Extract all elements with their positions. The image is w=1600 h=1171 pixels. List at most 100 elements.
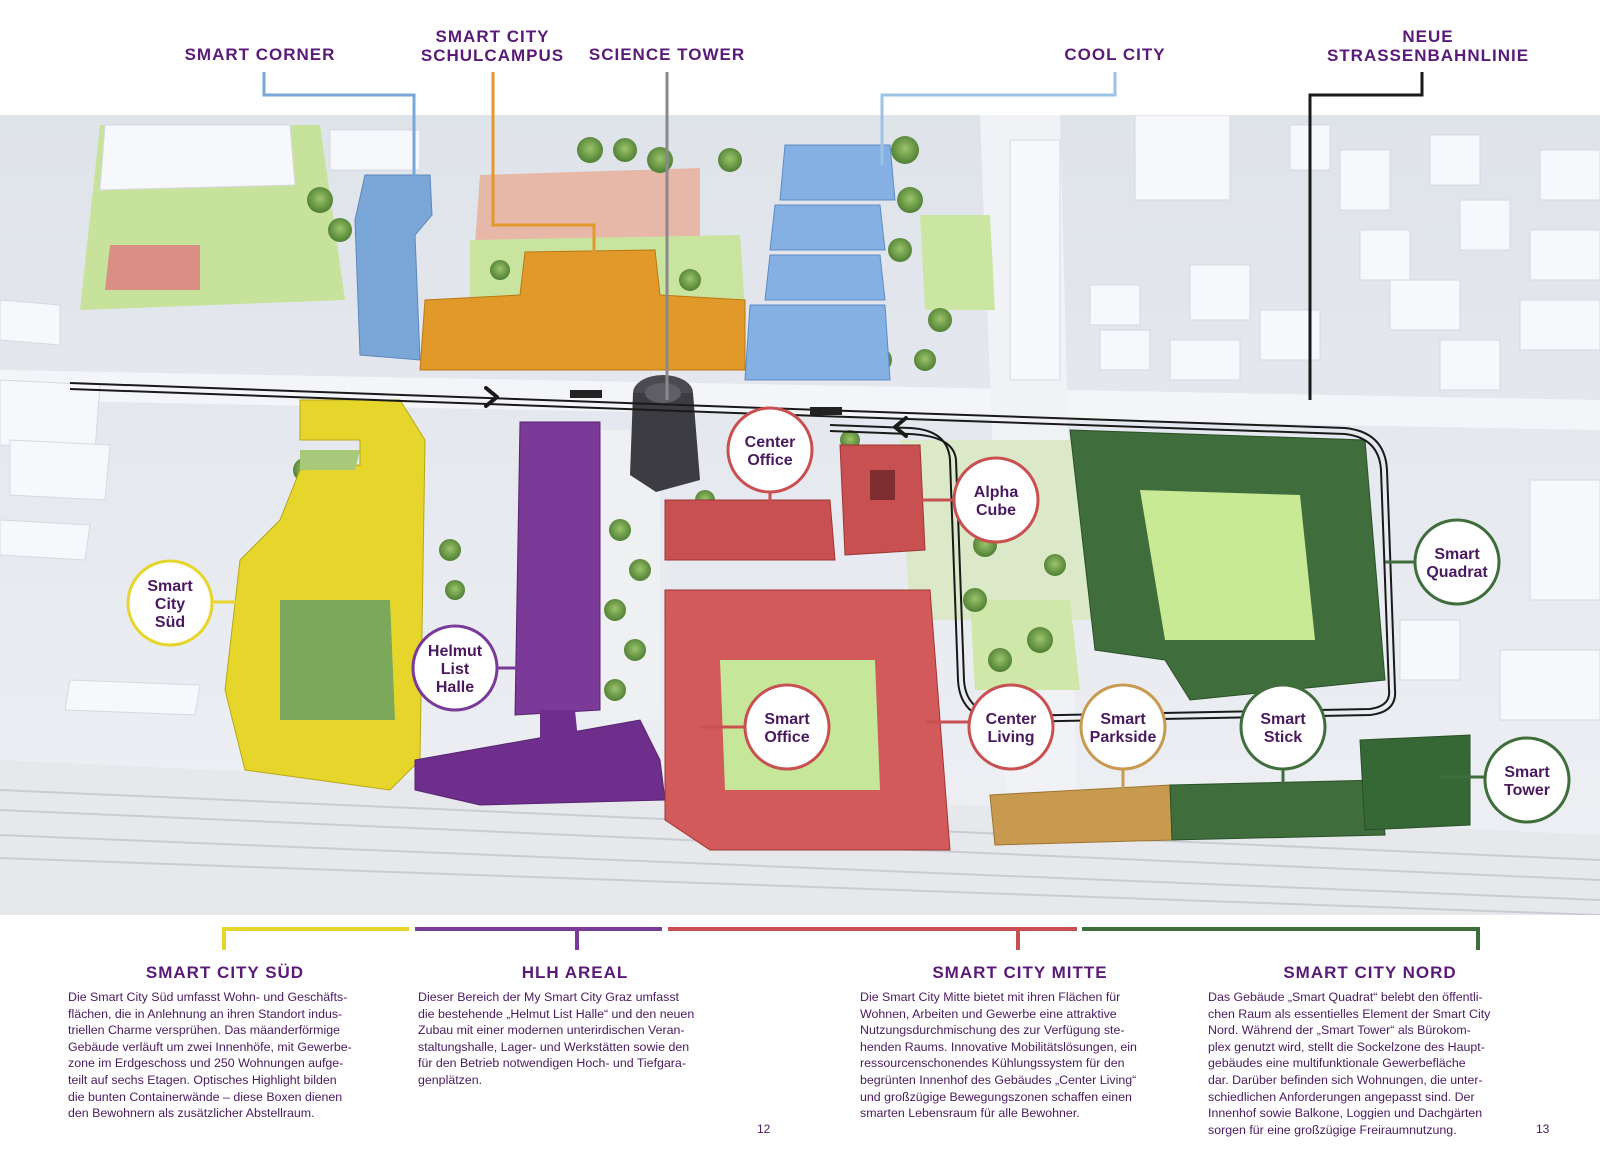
text-line: staltungshalle, Lager- und Werkstätten s…	[418, 1039, 690, 1054]
label-smart-corner: SMART CORNER	[184, 45, 336, 64]
text-line: Nutzungsdurchmischung des zur Verfügung …	[860, 1023, 1125, 1038]
text-line: henden Raums. Innovative Mobilitätslösun…	[860, 1039, 1137, 1054]
text-line: triellen Charme versprühen. Das mäanderf…	[68, 1023, 341, 1038]
text-line: die bunten Containerwände – diese Boxen …	[68, 1089, 343, 1104]
label-line: SCHULCAMPUS	[420, 46, 565, 65]
section-title-sued: SMART CITY SÜD	[145, 963, 305, 982]
text-line: die bestehende „Helmut List Halle“ und d…	[418, 1006, 695, 1021]
text-line: dar. Darüber befinden sich Wohnungen, di…	[1208, 1072, 1483, 1087]
text-line: flächen, die in Anlehnung an ihren Stand…	[68, 1006, 343, 1021]
text-line: begrünten Innenhof des Gebäudes „Center …	[860, 1072, 1137, 1087]
plaza-pink	[475, 168, 700, 245]
street	[0, 370, 1600, 430]
text-line: gebäudes eine multifunktionale Gewerbefl…	[1208, 1056, 1466, 1071]
label-neue-strassenbahnlinie: NEUE STRASSENBAHNLINIE	[1318, 27, 1538, 65]
text-line: chen Raum als essentielles Element der S…	[1208, 1006, 1491, 1021]
bracket-mitte	[668, 927, 1077, 950]
building-alpha-cube-top	[870, 470, 895, 500]
bracket-sued	[222, 927, 409, 950]
green-park	[920, 215, 995, 310]
label-cool-city: COOL CITY	[1064, 45, 1166, 64]
courtyard-smart-quadrat	[1140, 490, 1315, 640]
text-line: Wohnen, Arbeiten und Gewerbe eine attrak…	[860, 1006, 1117, 1021]
courtyard-sued-2	[300, 450, 360, 470]
text-line: Dieser Bereich der My Smart City Graz um…	[418, 990, 679, 1004]
text-line: und großzügige Bewegungszonen schaffen e…	[860, 1089, 1132, 1104]
building-smart-corner	[354, 174, 433, 361]
text-line: sorgen für eine großzügige Freiraumnutzu…	[1208, 1122, 1457, 1137]
text-line: plex genutzt wird, stellt die Sockelzone…	[1208, 1039, 1485, 1054]
text-line: genplätzen.	[418, 1072, 483, 1087]
text-line: Das Gebäude „Smart Quadrat“ belebt den ö…	[1208, 990, 1483, 1004]
building-science-tower	[630, 375, 700, 492]
tram-arrows	[484, 386, 908, 438]
section-title-nord: SMART CITY NORD	[1283, 963, 1457, 982]
label-science-tower: SCIENCE TOWER	[588, 45, 746, 64]
page-number-left: 12	[757, 1122, 771, 1136]
section-text-nord: Das Gebäude „Smart Quadrat“ belebt den ö…	[1208, 989, 1538, 1138]
tram-arrow-right	[484, 386, 499, 408]
building-hlh-link	[540, 710, 580, 760]
building-smart-parkside	[989, 784, 1173, 846]
label-line: SMART CITY	[435, 27, 550, 46]
tram-vehicle	[810, 407, 842, 415]
text-line: Gebäude verläuft um zwei Innenhöfe, mit …	[68, 1039, 352, 1054]
tram-vehicle	[570, 390, 602, 398]
text-line: für den Betrieb notwendigen Hoch- und Ti…	[418, 1056, 686, 1071]
text-line: ressourcenschonendes Kühlungssystem für …	[860, 1056, 1125, 1071]
label-line: NEUE	[1402, 27, 1454, 46]
section-text-hlh: Dieser Bereich der My Smart City Graz um…	[418, 989, 748, 1089]
text-line: Die Smart City Mitte bietet mit ihren Fl…	[860, 990, 1121, 1004]
section-text-mitte: Die Smart City Mitte bietet mit ihren Fl…	[860, 989, 1190, 1122]
text-line: den Bewohnern als zusätzlicher Abstellra…	[68, 1106, 315, 1121]
bubble-leaders	[210, 490, 1485, 815]
bracket-hlh	[415, 927, 662, 950]
text-line: schiedlichen Anforderungen angepasst sin…	[1208, 1089, 1475, 1104]
green-inner	[970, 600, 1080, 690]
text-line: smarten Lebensraum für alle Bewohner.	[860, 1106, 1080, 1121]
sport-court	[105, 245, 200, 290]
text-line: Die Smart City Süd umfasst Wohn- und Ges…	[68, 990, 348, 1004]
section-title-hlh: HLH AREAL	[521, 963, 629, 982]
section-text-sued: Die Smart City Süd umfasst Wohn- und Ges…	[68, 989, 398, 1122]
label-smart-city-schulcampus: SMART CITY SCHULCAMPUS	[410, 27, 575, 65]
building-cool-city	[744, 144, 896, 381]
text-line: Nord. Während der „Smart Tower“ als Büro…	[1208, 1023, 1471, 1038]
text-line: zone im Erdgeschoss und 250 Wohnungen au…	[68, 1056, 344, 1071]
text-line: Innenhof sowie Balkone, Loggien und Dach…	[1208, 1106, 1483, 1121]
bracket-nord	[1082, 927, 1480, 950]
page-number-right: 13	[1536, 1122, 1550, 1136]
courtyard-sued	[280, 600, 395, 720]
tram-line	[69, 382, 1397, 724]
building-helmut-list-halle	[514, 421, 601, 716]
section-title-mitte: SMART CITY MITTE	[932, 963, 1108, 982]
text-line: teilt auf sechs Etagen. Optisches Highli…	[68, 1072, 337, 1087]
building-schulcampus	[419, 249, 746, 371]
text-line: Zubau mit einer modernen unterirdischen …	[418, 1023, 685, 1038]
section-brackets	[222, 927, 1480, 950]
label-line: STRASSENBAHNLINIE	[1326, 46, 1530, 65]
tram-arrow-left	[893, 416, 908, 438]
building-smart-tower	[1359, 734, 1471, 831]
